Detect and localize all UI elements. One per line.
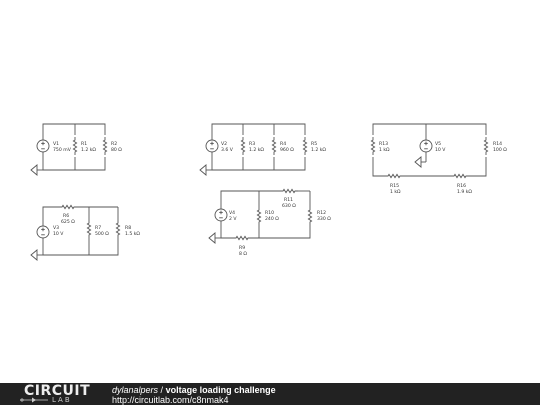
r7-value: 500 Ω xyxy=(95,231,109,237)
r9-value: 8 Ω xyxy=(239,251,247,257)
circuit-v2: V2 3.6 V R3 1.2 kΩ R4 960 Ω R5 1.2 kΩ xyxy=(199,123,326,176)
resistor-r15 xyxy=(384,173,404,179)
r14-value: 100 Ω xyxy=(493,147,507,153)
resistor-r6 xyxy=(58,204,78,210)
ground-symbol xyxy=(199,164,207,176)
v1-name: V1 xyxy=(53,141,59,147)
r3-name: R3 xyxy=(249,141,255,147)
resistor-r2 xyxy=(102,136,108,156)
r13-name: R13 xyxy=(379,141,388,147)
r4-value: 960 Ω xyxy=(280,147,294,153)
caption-separator: / xyxy=(160,385,164,395)
schematic-canvas: V1 750 mV R1 1.2 kΩ R2 80 Ω V2 3.6 V R3 … xyxy=(30,123,507,261)
resistor-r5 xyxy=(302,136,308,156)
r1-value: 1.2 kΩ xyxy=(81,147,96,153)
r11-name: R11 xyxy=(284,197,293,203)
r16-name: R16 xyxy=(457,183,466,189)
r15-value: 1 kΩ xyxy=(390,189,401,195)
voltage-source-v5 xyxy=(419,134,433,158)
logo-circuit-icon xyxy=(20,397,48,403)
resistor-r14 xyxy=(483,136,489,156)
ground-symbol xyxy=(30,249,38,261)
r12-name: R12 xyxy=(317,210,326,216)
v5-value: 10 V xyxy=(435,147,446,153)
voltage-source-v1 xyxy=(36,134,50,158)
circuitlab-logo[interactable]: CIRCUIT xyxy=(24,383,91,399)
v2-name: V2 xyxy=(221,141,227,147)
r8-value: 1.5 kΩ xyxy=(125,231,140,237)
circuit-title: voltage loading challenge xyxy=(165,385,276,395)
resistor-r12 xyxy=(307,206,313,226)
footer-bar: CIRCUIT LAB dylanalpers / voltage loadin… xyxy=(0,383,540,405)
r5-name: R5 xyxy=(311,141,317,147)
v3-name: V3 xyxy=(53,225,59,231)
resistor-r1 xyxy=(72,136,78,156)
v2-value: 3.6 V xyxy=(221,147,234,153)
r3-value: 1.2 kΩ xyxy=(249,147,264,153)
v3-value: 10 V xyxy=(53,231,64,237)
voltage-source-v3 xyxy=(36,220,50,244)
r12-value: 330 Ω xyxy=(317,216,331,222)
r1-name: R1 xyxy=(81,141,87,147)
voltage-source-v4 xyxy=(214,203,228,227)
circuit-v3: R6 625 Ω V3 10 V R7 500 Ω R8 1.5 kΩ xyxy=(30,204,140,261)
r10-name: R10 xyxy=(265,210,274,216)
resistor-r13 xyxy=(370,136,376,156)
circuit-v5: R13 1 kΩ V5 10 V R14 100 Ω R15 1 kΩ R16 … xyxy=(370,123,507,195)
resistor-r4 xyxy=(271,136,277,156)
ground-symbol xyxy=(208,232,216,244)
resistor-r3 xyxy=(240,136,246,156)
r2-value: 80 Ω xyxy=(111,147,122,153)
r15-name: R15 xyxy=(390,183,399,189)
r6-value: 625 Ω xyxy=(61,219,75,225)
v1-value: 750 mV xyxy=(53,147,72,153)
circuit-v1: V1 750 mV R1 1.2 kΩ R2 80 Ω xyxy=(30,123,122,176)
r14-name: R14 xyxy=(493,141,502,147)
r16-value: 1.9 kΩ xyxy=(457,189,472,195)
r6-name: R6 xyxy=(63,213,69,219)
logo-lab-text: LAB xyxy=(52,396,72,404)
circuit-url[interactable]: http://circuitlab.com/c8nmak4 xyxy=(112,395,229,405)
r11-value: 630 Ω xyxy=(282,203,296,209)
resistor-r8 xyxy=(115,219,121,239)
circuit-caption: dylanalpers / voltage loading challenge xyxy=(112,385,276,395)
resistor-r10 xyxy=(256,206,262,226)
r4-name: R4 xyxy=(280,141,286,147)
v5-name: V5 xyxy=(435,141,441,147)
r7-name: R7 xyxy=(95,225,101,231)
r13-value: 1 kΩ xyxy=(379,147,390,153)
ground-symbol xyxy=(414,156,422,168)
voltage-source-v2 xyxy=(205,134,219,158)
resistor-r16 xyxy=(450,173,470,179)
r2-name: R2 xyxy=(111,141,117,147)
resistor-r7 xyxy=(86,219,92,239)
circuit-v4: V4 2 V R10 240 Ω R11 630 Ω R12 330 Ω R9 … xyxy=(208,188,331,257)
r8-name: R8 xyxy=(125,225,131,231)
resistor-r9 xyxy=(232,235,252,241)
resistor-r11 xyxy=(279,188,299,194)
r9-name: R9 xyxy=(239,245,245,251)
r5-value: 1.2 kΩ xyxy=(311,147,326,153)
v4-name: V4 xyxy=(229,210,235,216)
author-link[interactable]: dylanalpers xyxy=(112,385,159,395)
v4-value: 2 V xyxy=(229,216,237,222)
r10-value: 240 Ω xyxy=(265,216,279,222)
ground-symbol xyxy=(30,164,38,176)
